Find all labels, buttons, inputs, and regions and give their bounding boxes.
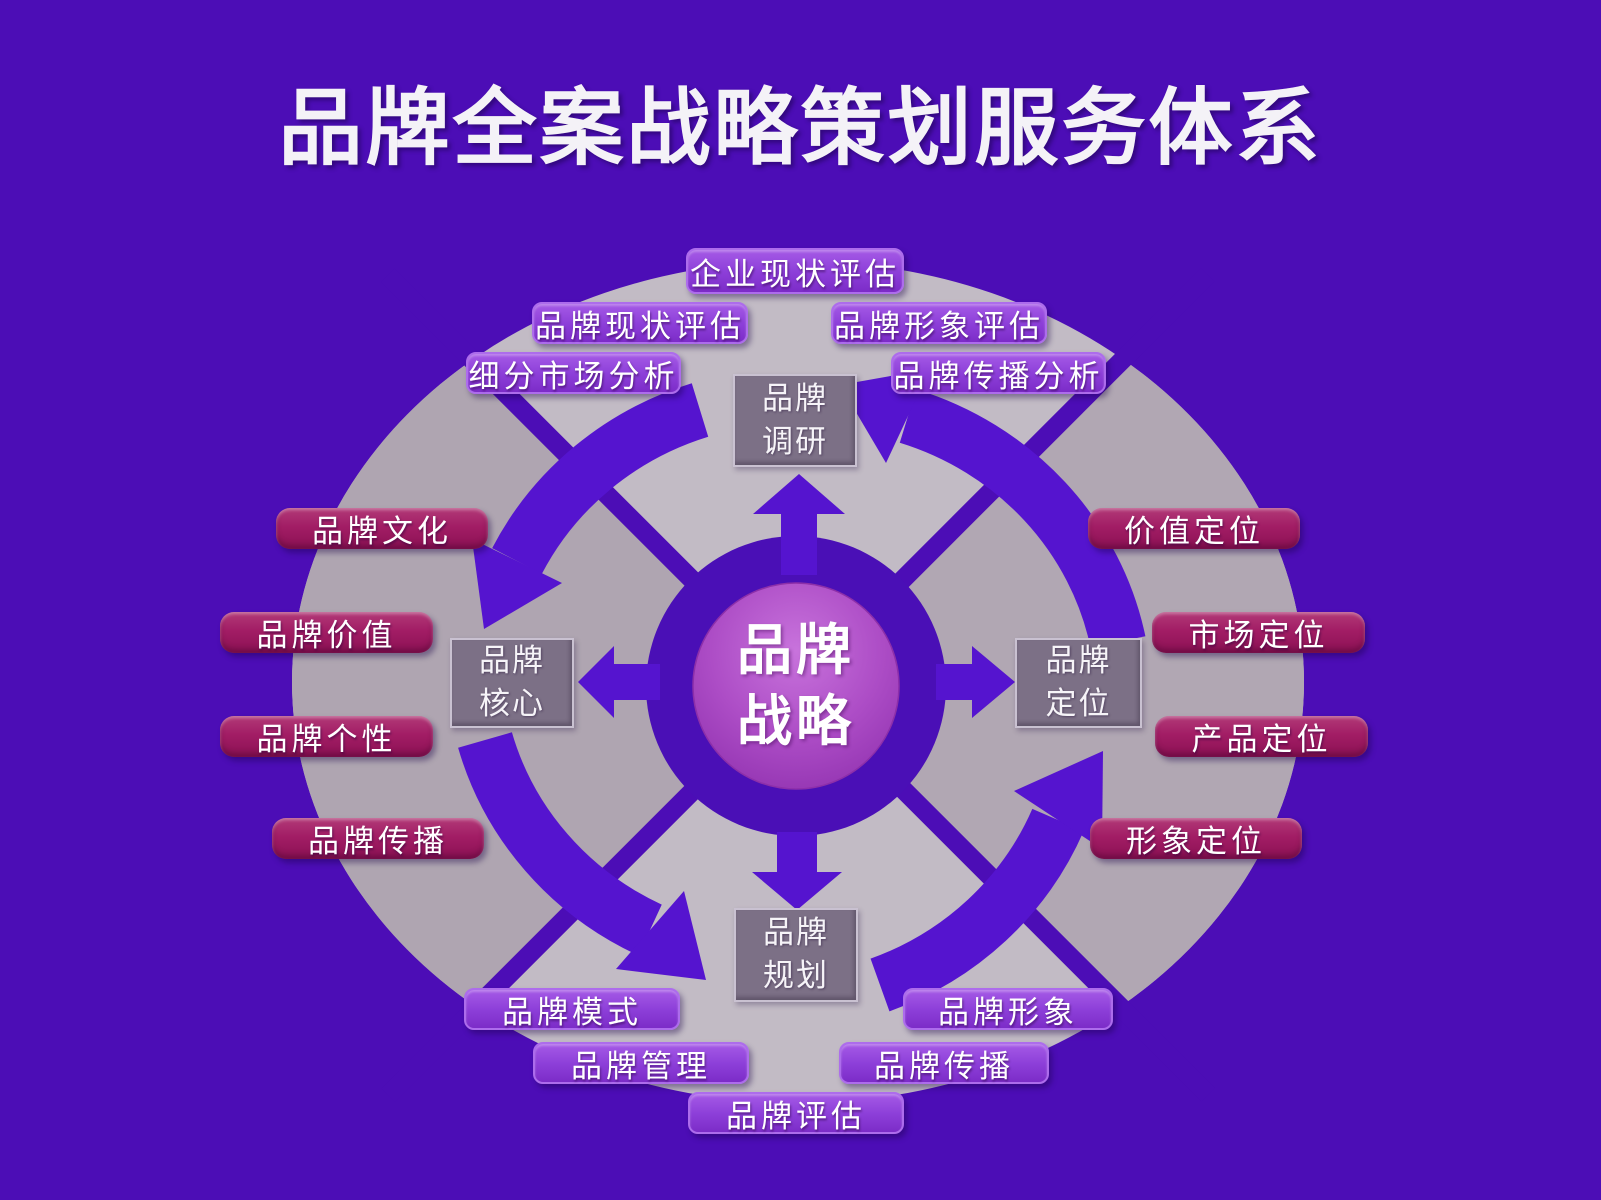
arrow-left <box>578 646 660 718</box>
research-pill-0: 企业现状评估 <box>686 248 904 294</box>
planning-pill-4: 品牌评估 <box>688 1092 904 1135</box>
arc-arrowhead-left <box>472 539 562 629</box>
arrow-down <box>752 832 842 910</box>
node-box-left-label: 品牌核心 <box>478 643 545 722</box>
planning-pill-2: 品牌管理 <box>533 1042 749 1085</box>
core-pill-0: 品牌文化 <box>276 508 488 550</box>
research-pill-4: 品牌传播分析 <box>891 352 1106 395</box>
research-pill-3: 细分市场分析 <box>466 352 681 395</box>
planning-pill-1: 品牌形象 <box>903 988 1113 1031</box>
core-pill-1: 品牌价值 <box>220 612 433 654</box>
arrow-up <box>753 474 845 575</box>
flow-arc-top-right <box>899 389 1146 649</box>
research-pill-1: 品牌现状评估 <box>532 302 748 345</box>
planning-pill-3: 品牌传播 <box>839 1042 1049 1085</box>
node-box-top-label: 品牌调研 <box>761 380 828 460</box>
positioning-pill-1: 市场定位 <box>1152 612 1365 654</box>
radial-arrows <box>578 474 1015 910</box>
core-pill-2: 品牌个性 <box>220 716 433 758</box>
node-box-bottom-label: 品牌规划 <box>762 915 829 994</box>
node-box-top: 品牌调研 <box>733 374 857 467</box>
arrow-right <box>936 646 1015 718</box>
diagram-title: 品牌全案战略策划服务体系 <box>278 79 1323 177</box>
center-circle-text: 品牌战略 <box>736 617 855 754</box>
flow-arc-bottom-left <box>458 731 663 956</box>
center-circle-label: 品牌战略 <box>696 608 896 764</box>
positioning-pill-0: 价值定位 <box>1088 508 1300 550</box>
positioning-pill-3: 形象定位 <box>1090 818 1302 860</box>
center-circle <box>692 582 900 790</box>
planning-pill-0: 品牌模式 <box>464 988 680 1031</box>
node-box-bottom: 品牌规划 <box>734 908 858 1002</box>
positioning-pill-2: 产品定位 <box>1155 716 1368 758</box>
arc-arrowhead-right <box>1014 751 1103 849</box>
core-pill-3: 品牌传播 <box>272 818 484 860</box>
arc-arrowhead-bottom <box>616 891 706 980</box>
node-box-left: 品牌核心 <box>450 638 574 728</box>
research-pill-2: 品牌形象评估 <box>831 302 1047 345</box>
flow-arc-bottom-right <box>870 808 1084 1012</box>
flow-arcs <box>458 383 1146 1012</box>
node-box-right: 品牌定位 <box>1015 638 1142 728</box>
node-box-right-label: 品牌定位 <box>1045 643 1112 722</box>
flow-arc-top-left <box>492 383 709 575</box>
